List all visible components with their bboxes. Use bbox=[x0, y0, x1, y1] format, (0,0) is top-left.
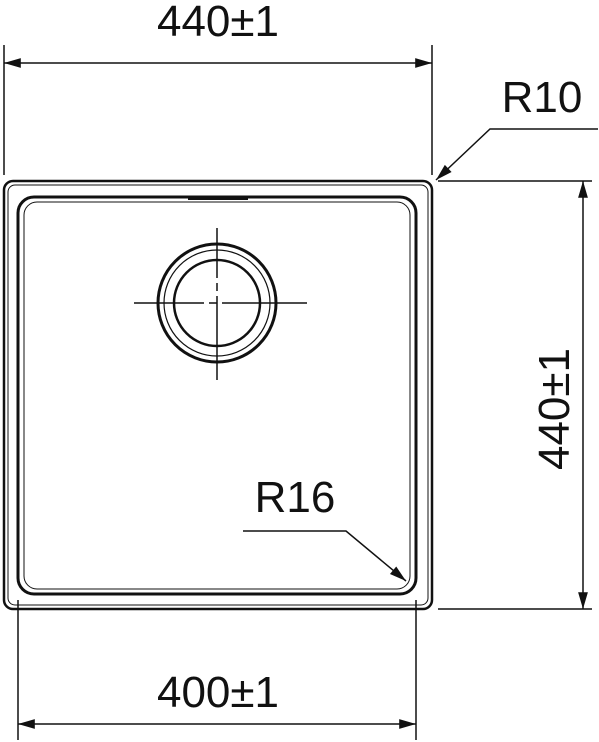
label-outer-corner-radius: R10 bbox=[502, 73, 583, 122]
sink-outer-rim-inner-edge bbox=[7, 184, 429, 606]
sink-outer-rim bbox=[2, 179, 434, 611]
leader-inner-radius: R16 bbox=[243, 473, 407, 582]
label-inner-corner-radius: R16 bbox=[255, 473, 336, 522]
label-outer-width: 440±1 bbox=[157, 0, 279, 46]
sink-bowl-inner-edge bbox=[23, 201, 411, 590]
leader-outer-radius: R10 bbox=[435, 73, 598, 181]
drain bbox=[134, 228, 307, 380]
label-outer-height: 440±1 bbox=[530, 348, 579, 470]
dimension-outer-width: 440±1 bbox=[3, 0, 433, 175]
dimension-inner-width: 400±1 bbox=[17, 600, 417, 740]
label-inner-width: 400±1 bbox=[157, 668, 279, 717]
dimension-outer-height: 440±1 bbox=[438, 180, 592, 610]
